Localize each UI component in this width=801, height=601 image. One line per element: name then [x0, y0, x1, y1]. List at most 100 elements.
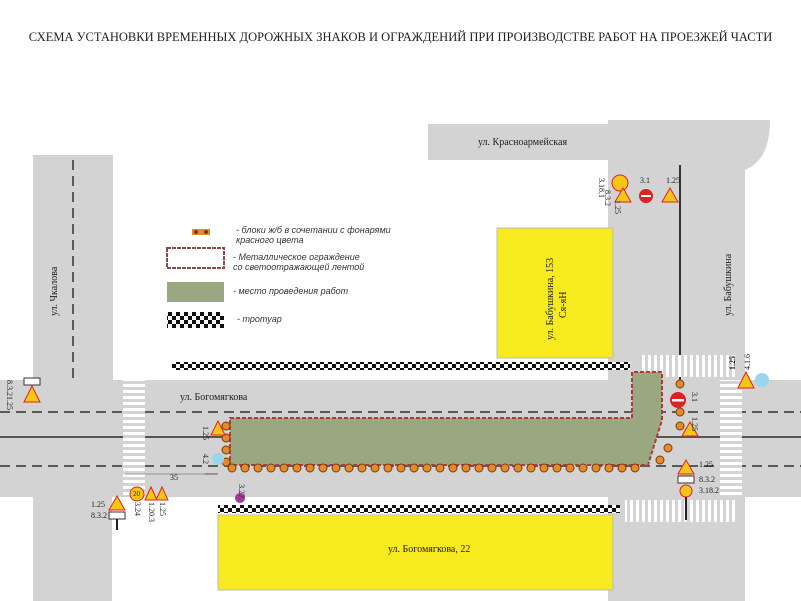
- concrete-block-icon: [253, 463, 263, 473]
- concrete-block-icon: [422, 463, 432, 473]
- sign-label: 3.1: [690, 392, 699, 402]
- sign-label: 3.1: [640, 176, 650, 185]
- crosswalk: [123, 380, 145, 497]
- concrete-block-icon: [266, 463, 276, 473]
- street-label-babushkina: ул. Бабушкина: [723, 253, 734, 316]
- concrete-block-icon: [487, 463, 497, 473]
- sign-label: 8.3.2: [699, 475, 715, 484]
- roadworks-sign-icon: [677, 458, 695, 475]
- concrete-block-icon: [318, 463, 328, 473]
- concrete-block-icon: [279, 463, 289, 473]
- sign-label: 3.24: [133, 502, 142, 516]
- sidewalk: [218, 505, 620, 513]
- concrete-block-icon: [675, 379, 685, 389]
- concrete-block-icon: [655, 455, 665, 465]
- concrete-block-icon: [221, 421, 231, 431]
- sign-label: 1.25: [728, 356, 737, 370]
- concrete-block-icon: [331, 463, 341, 473]
- concrete-block-icon: [435, 463, 445, 473]
- concrete-block-icon: [409, 463, 419, 473]
- detour-arrow-sign-icon: [108, 511, 126, 520]
- concrete-block-icon: [578, 463, 588, 473]
- turn-prohibited-sign-icon: [611, 174, 629, 192]
- concrete-block-icon: [292, 463, 302, 473]
- legend-text-sidewalk: - тротуар: [237, 314, 282, 324]
- speed-limit-value: 20: [133, 490, 140, 498]
- sign-label: 1.20.3: [147, 502, 156, 522]
- speed-limit-sign-icon: [129, 486, 145, 502]
- roadworks-sign-icon: [614, 186, 632, 203]
- concrete-block-icon: [565, 463, 575, 473]
- street-label-bogomyagkova: ул. Богомягкова: [180, 392, 248, 403]
- concrete-block-icon: [396, 463, 406, 473]
- turn-sign-icon: [679, 484, 693, 498]
- roadworks-sign-icon: [661, 186, 679, 203]
- building-babushkina-153: [496, 227, 614, 359]
- sign-label: 1.25: [201, 426, 210, 440]
- sign-label: 1.25: [158, 502, 167, 516]
- concrete-blocks: [221, 379, 685, 473]
- concrete-block-icon: [663, 443, 673, 453]
- concrete-block-icon: [227, 463, 237, 473]
- crosswalk: [640, 355, 735, 377]
- concrete-block-icon: [630, 463, 640, 473]
- concrete-block-icon: [221, 433, 231, 443]
- concrete-block-icon: [461, 463, 471, 473]
- sign-label: 1.25: [690, 417, 699, 431]
- sign-label: 3.18.2: [699, 486, 719, 495]
- concrete-block-icon: [474, 463, 484, 473]
- concrete-block-icon: [675, 421, 685, 431]
- concrete-block-icon: [500, 463, 510, 473]
- sign-label: 3.27: [237, 484, 246, 498]
- concrete-block-icon: [357, 463, 367, 473]
- concrete-block-icon: [448, 463, 458, 473]
- narrowing-sign-icon: [144, 485, 158, 501]
- building-label-153: ул. Бабушкина, 153: [545, 257, 556, 340]
- concrete-block-icon: [221, 445, 231, 455]
- sign-label: 1.25: [699, 460, 713, 469]
- sign-label: 8.3.2: [91, 511, 107, 520]
- legend-icons: [166, 229, 225, 328]
- distance-label: 35: [170, 473, 178, 482]
- concrete-block-icon: [591, 463, 601, 473]
- concrete-block-icon: [370, 463, 380, 473]
- concrete-block-icon: [240, 463, 250, 473]
- detour-sign-icon: [755, 373, 769, 387]
- concrete-block-lamp-icon: [192, 229, 210, 235]
- detour-arrow-sign-icon: [23, 377, 41, 386]
- sign-label: 1.25: [613, 200, 622, 214]
- sign-label: 1.25: [666, 176, 680, 185]
- concrete-block-icon: [552, 463, 562, 473]
- roadworks-sign-icon: [737, 370, 755, 389]
- concrete-block-icon: [617, 463, 627, 473]
- sign-label: 1.25: [91, 500, 105, 509]
- sign-label: 4.1.6: [743, 354, 752, 370]
- sign-label: 4.2: [201, 454, 210, 464]
- metal-fence-icon: [166, 247, 225, 269]
- roadworks-sign-icon: [23, 384, 41, 403]
- concrete-block-icon: [675, 407, 685, 417]
- detour-arrow-sign-icon: [677, 475, 695, 484]
- building-label-153-sub: Ся-яН: [558, 291, 569, 318]
- building-bogomyagkova-22: [217, 514, 614, 591]
- concrete-block-icon: [344, 463, 354, 473]
- concrete-block-icon: [526, 463, 536, 473]
- sign-label: 8.3.2: [5, 380, 14, 396]
- sign-label: 8.3.2: [603, 190, 612, 206]
- road-krasnoarmeyskaya: [428, 124, 608, 160]
- no-stopping-sign-icon: [235, 493, 245, 503]
- roadworks-sign-icon: [155, 485, 169, 501]
- concrete-block-icon: [513, 463, 523, 473]
- building-label-22: ул. Богомягкова, 22: [388, 544, 471, 555]
- street-label-chkalova: ул. Чкалова: [49, 266, 60, 316]
- roadworks-sign-icon: [210, 419, 226, 436]
- street-label-krasnoarmeyskaya: ул. Красноармейская: [478, 137, 568, 148]
- roadworks-sign-icon: [108, 494, 126, 511]
- crosswalk: [625, 500, 735, 522]
- concrete-block-icon: [604, 463, 614, 473]
- concrete-block-icon: [305, 463, 315, 473]
- concrete-block-icon: [539, 463, 549, 473]
